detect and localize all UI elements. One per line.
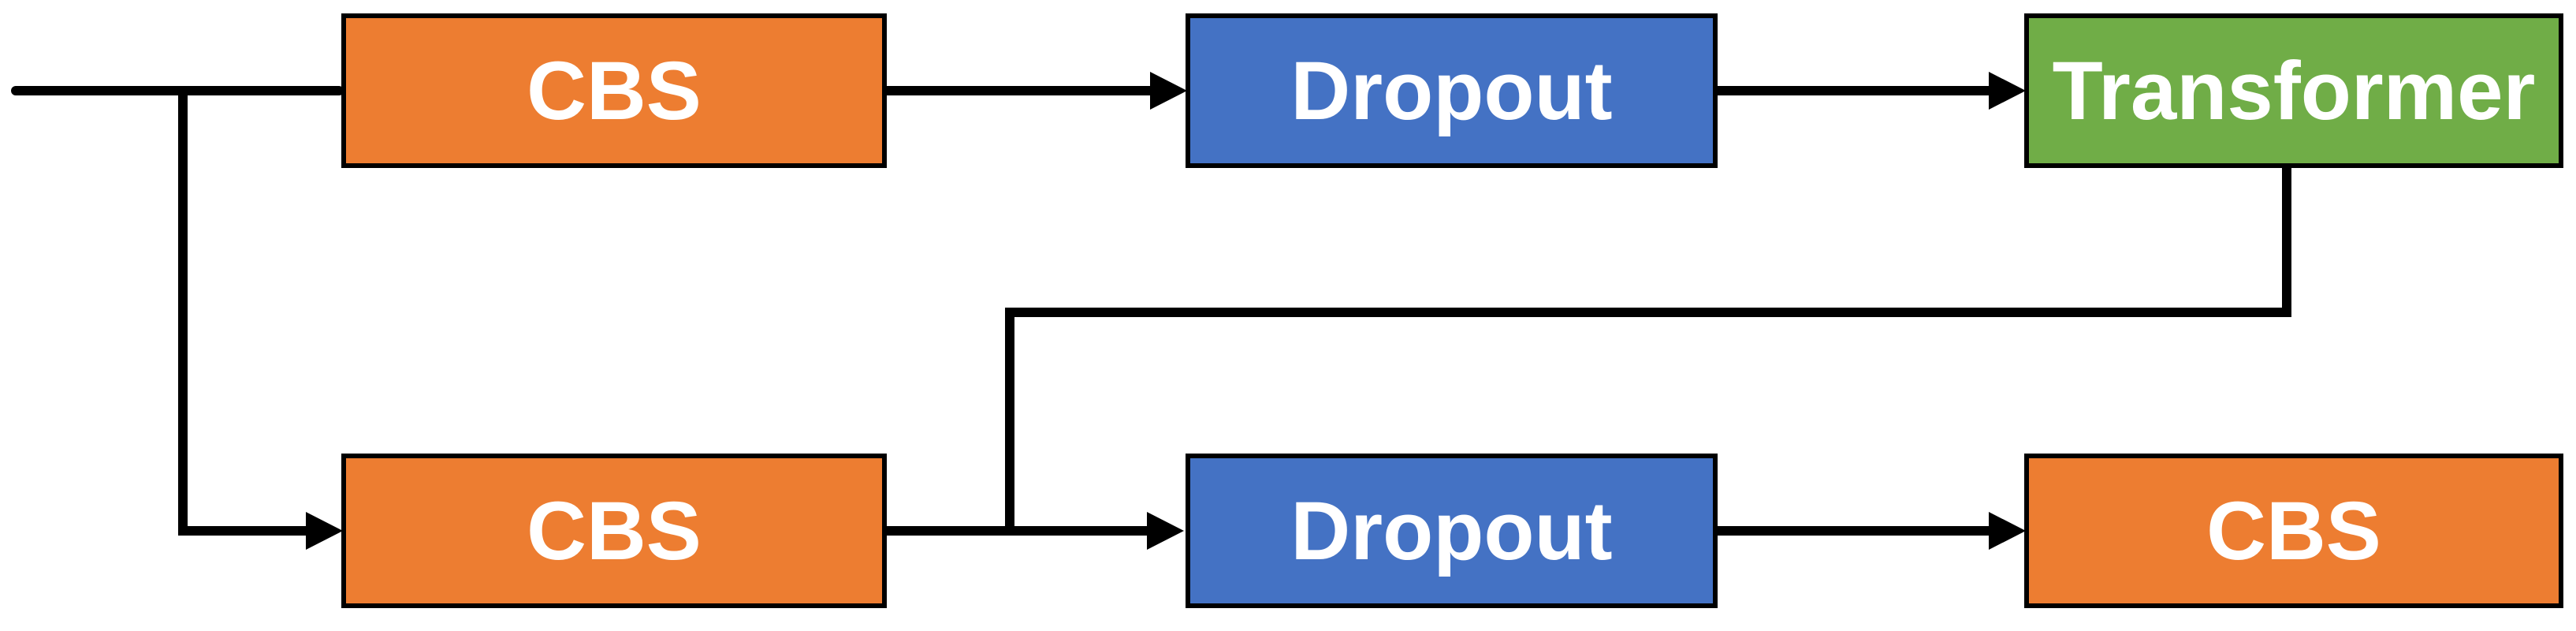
- connector-line-input-to-cbs-bottom: [178, 86, 311, 536]
- node-cbs-top-label: CBS: [527, 44, 702, 137]
- node-transformer: Transformer: [2024, 13, 2563, 168]
- node-dropout-bottom: Dropout: [1186, 454, 1718, 608]
- node-dropout-bottom-label: Dropout: [1290, 484, 1613, 577]
- node-cbs-bottom-left: CBS: [341, 454, 887, 608]
- arrowhead-icon: [1150, 72, 1187, 110]
- arrowhead-icon: [1989, 72, 2026, 110]
- node-dropout-top: Dropout: [1186, 13, 1718, 168]
- node-cbs-top: CBS: [341, 13, 887, 168]
- connector-line-transformer-skip: [1005, 161, 2291, 533]
- node-cbs-bottom-right-label: CBS: [2206, 484, 2381, 577]
- arrowhead-icon: [1989, 512, 2026, 550]
- arrowhead-icon: [306, 512, 343, 550]
- node-transformer-label: Transformer: [2052, 44, 2536, 137]
- node-cbs-bottom-left-label: CBS: [527, 484, 702, 577]
- node-dropout-top-label: Dropout: [1290, 44, 1613, 137]
- node-cbs-bottom-right: CBS: [2024, 454, 2563, 608]
- arrowhead-icon: [1147, 512, 1184, 550]
